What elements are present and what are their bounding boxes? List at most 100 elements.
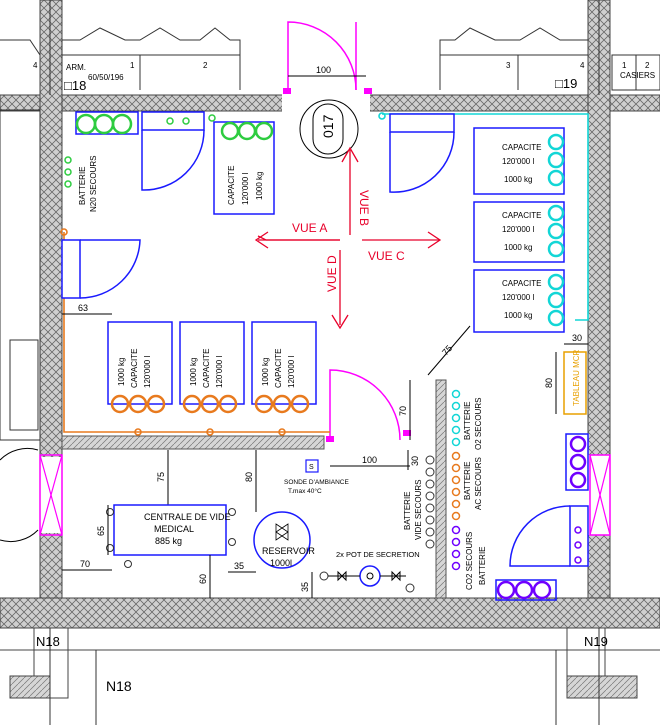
svg-text:35: 35 (300, 582, 310, 592)
svg-text:CAPACITE: CAPACITE (202, 349, 211, 388)
dim-100-middle: 100 (330, 455, 410, 467)
svg-text:AC SECOURS: AC SECOURS (474, 457, 483, 510)
svg-text:CAPACITE: CAPACITE (227, 166, 236, 205)
svg-text:1000 kg: 1000 kg (255, 172, 264, 200)
battery-n20-subtitle: N20 SECOURS (89, 156, 98, 212)
svg-text:120'000 l: 120'000 l (502, 157, 534, 166)
top-lockers (0, 27, 660, 441)
svg-text:1000 kg: 1000 kg (117, 358, 126, 386)
svg-text:CAPACITE: CAPACITE (502, 211, 541, 220)
dim-60: 60 (198, 555, 211, 598)
svg-text:30: 30 (410, 456, 420, 466)
door-middle[interactable] (326, 365, 411, 442)
door-room-017[interactable]: 017 (299, 99, 359, 159)
dim-100-top: 100 (288, 65, 366, 77)
arm-label: ARM. (66, 63, 86, 72)
cabinet-top-right (389, 113, 455, 193)
battery-n20-title: BATTERIE (78, 166, 87, 205)
dim-75-diagonal: 75 (427, 325, 471, 376)
dim-80-vertical: 80 (244, 450, 257, 512)
zone-n18-label-bottom: N18 (106, 678, 132, 694)
room-19-label: □19 (555, 76, 577, 91)
door-right-wall[interactable] (589, 454, 611, 536)
svg-text:CAPACITE: CAPACITE (502, 279, 541, 288)
svg-text:1000 kg: 1000 kg (189, 358, 198, 386)
casiers-label: CASIERS (620, 71, 655, 80)
cabinet-bottom-right (509, 505, 589, 567)
svg-text:100: 100 (362, 455, 377, 465)
co2-cylinders-right (565, 433, 589, 491)
svg-text:CAPACITE: CAPACITE (274, 349, 283, 388)
capacity-tank-air-2: 1000 kg CAPACITE 120'000 l (179, 321, 245, 414)
cabinet-left (61, 239, 141, 299)
svg-text:120'000 l: 120'000 l (287, 356, 296, 388)
svg-text:120'000 l: 120'000 l (502, 225, 534, 234)
svg-text:TABLEAU MCR: TABLEAU MCR (572, 349, 581, 406)
svg-text:VIDE SECOURS: VIDE SECOURS (414, 480, 423, 540)
svg-text:63: 63 (78, 303, 88, 313)
arm-code: 60/50/196 (88, 73, 124, 82)
capacity-tank-air-1: 1000 kg CAPACITE 120'000 l (107, 321, 173, 414)
svg-text:65: 65 (96, 526, 106, 536)
view-arrows (254, 146, 442, 330)
locker-num: 4 (33, 61, 38, 70)
capacity-tank-right-2: CAPACITE 120'000 l 1000 kg (473, 201, 565, 263)
svg-text:1000 kg: 1000 kg (261, 358, 270, 386)
view-b-label: VUE B (357, 190, 371, 226)
battery-air: BATTERIE AC SECOURS (451, 451, 483, 521)
svg-text:70: 70 (398, 406, 408, 416)
locker-num: 1 (622, 61, 627, 70)
svg-text:2x POT DE SECRETION: 2x POT DE SECRETION (336, 550, 420, 559)
dim-63: 63 (62, 303, 112, 315)
battery-oxygen: BATTERIE O2 SECOURS (451, 389, 483, 450)
cabinet-top-left (141, 111, 216, 191)
svg-text:MEDICAL: MEDICAL (154, 524, 194, 534)
svg-text:120'000 l: 120'000 l (143, 356, 152, 388)
view-a-label: VUE A (292, 221, 327, 235)
svg-text:1000 kg: 1000 kg (504, 311, 532, 320)
svg-text:60: 60 (198, 574, 208, 584)
door-top[interactable] (283, 21, 372, 94)
battery-co2: BATTERIE CO2 SECOURS (451, 525, 487, 590)
dim-75-vertical: 75 (156, 450, 169, 505)
capacity-tank-air-3: 1000 kg CAPACITE 120'000 l (251, 321, 317, 414)
dim-30-middle: 30 (407, 450, 420, 470)
svg-text:CO2 SECOURS: CO2 SECOURS (465, 532, 474, 590)
capacity-tank-right-3: CAPACITE 120'000 l 1000 kg (473, 269, 565, 333)
door-arc-left (0, 447, 39, 543)
svg-text:80: 80 (544, 378, 554, 388)
locker-num: 2 (203, 61, 208, 70)
locker-num: 1 (130, 61, 135, 70)
svg-text:35: 35 (234, 561, 244, 571)
svg-text:O2 SECOURS: O2 SECOURS (474, 398, 483, 450)
svg-text:CAPACITE: CAPACITE (130, 349, 139, 388)
co2-cylinders-bottom (495, 579, 557, 601)
secretion-pot: 2x POT DE SECRETION (319, 550, 420, 593)
svg-text:BATTERIE: BATTERIE (403, 491, 412, 530)
svg-text:120'000 l: 120'000 l (215, 356, 224, 388)
capacity-tank-right-1: CAPACITE 120'000 l 1000 kg (473, 127, 565, 195)
vacuum-central: CENTRALE DE VIDE MEDICAL 885 kg (106, 504, 236, 568)
dim-35-a: 35 (228, 561, 256, 573)
battery-vacuum: BATTERIE VIDE SECOURS (403, 455, 435, 549)
svg-text:RESERVOIR: RESERVOIR (262, 546, 315, 556)
door-left-wall[interactable] (39, 454, 63, 536)
capacity-tank-top: CAPACITE 120'000 l 1000 kg (213, 121, 275, 215)
svg-text:120'000 l: 120'000 l (241, 173, 250, 205)
dim-70-middle: 70 (398, 380, 411, 440)
locker-num: 2 (645, 61, 650, 70)
mcr-panel: TABLEAU MCR (563, 349, 587, 415)
svg-text:75: 75 (156, 472, 166, 482)
svg-text:BATTERIE: BATTERIE (463, 461, 472, 500)
svg-text:BATTERIE: BATTERIE (478, 546, 487, 585)
dim-35-b: 35 (300, 572, 313, 598)
dim-80-right: 80 (544, 352, 557, 414)
room-18-label: □18 (64, 78, 86, 93)
svg-text:1000 kg: 1000 kg (504, 243, 532, 252)
svg-text:75: 75 (440, 343, 454, 357)
svg-text:1000 kg: 1000 kg (504, 175, 532, 184)
zone-n18-label: N18 (36, 634, 60, 649)
svg-text:BATTERIE: BATTERIE (463, 401, 472, 440)
